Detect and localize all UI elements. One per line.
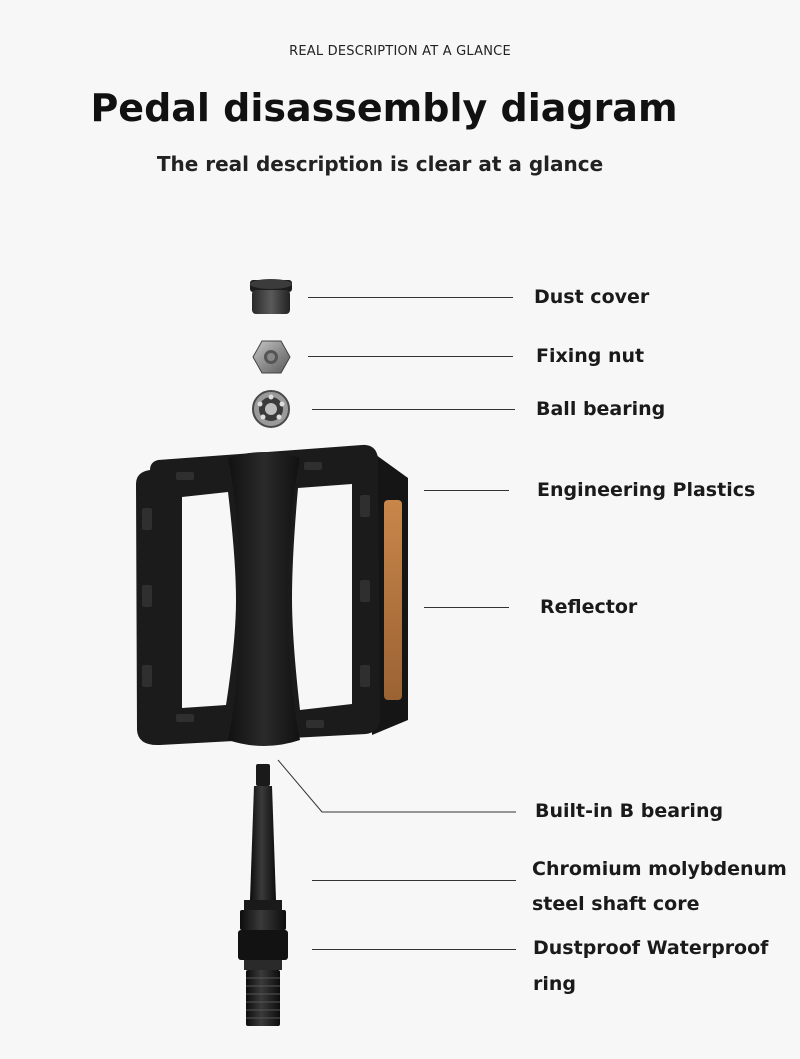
label-ball-bearing: Ball bearing bbox=[536, 398, 666, 420]
leader-dust-cover bbox=[308, 297, 513, 298]
label-shaft-core-line1: Chromium molybdenum bbox=[532, 858, 787, 880]
fixing-nut-part bbox=[252, 340, 291, 374]
label-engineering-plastics: Engineering Plastics bbox=[537, 479, 756, 501]
label-dustproof-ring-line2: ring bbox=[533, 973, 577, 995]
leader-engineering-plastics bbox=[424, 490, 509, 491]
leader-shaft-core bbox=[312, 880, 516, 881]
reflector-part bbox=[384, 500, 402, 700]
leader-fixing-nut bbox=[308, 356, 513, 357]
dust-cover-part bbox=[250, 279, 292, 314]
header-kicker: REAL DESCRIPTION AT A GLANCE bbox=[289, 44, 511, 59]
pedal-body-part bbox=[136, 444, 408, 746]
spindle-part bbox=[238, 764, 288, 1026]
label-built-in-b-bearing: Built-in B bearing bbox=[535, 800, 724, 822]
leader-dustproof-ring bbox=[312, 949, 516, 950]
label-dust-cover: Dust cover bbox=[534, 286, 650, 308]
leader-built-in-b-bearing bbox=[277, 759, 516, 813]
leader-reflector bbox=[424, 607, 509, 608]
label-dustproof-ring-line1: Dustproof Waterproof bbox=[533, 937, 769, 959]
label-fixing-nut: Fixing nut bbox=[536, 345, 645, 367]
diagram-subtitle: The real description is clear at a glanc… bbox=[156, 152, 604, 176]
label-shaft-core-line2: steel shaft core bbox=[532, 893, 700, 915]
label-reflector: Reflector bbox=[540, 596, 638, 618]
ball-bearing-part bbox=[252, 390, 290, 428]
leader-ball-bearing bbox=[312, 409, 515, 410]
diagram-title: Pedal disassembly diagram bbox=[90, 86, 678, 130]
